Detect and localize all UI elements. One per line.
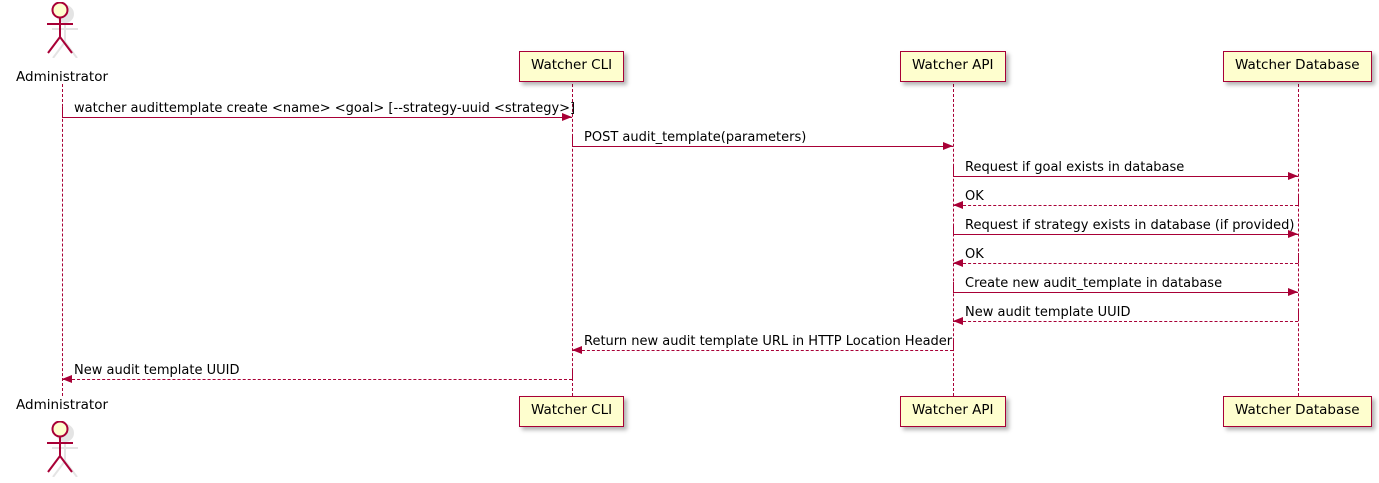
message-origin-tick-8 (1298, 311, 1299, 321)
message-origin-tick-10 (572, 369, 573, 379)
message-origin-tick-3 (953, 166, 954, 176)
message-arrowhead-6 (953, 259, 963, 267)
message-line-1 (62, 117, 572, 118)
message-arrowhead-1 (562, 113, 572, 121)
message-arrowhead-7 (1288, 288, 1298, 296)
message-label-2: POST audit_template(parameters) (584, 130, 807, 145)
message-line-4 (953, 205, 1298, 206)
message-label-10: New audit template UUID (74, 363, 240, 378)
message-line-5 (953, 234, 1298, 235)
message-origin-tick-6 (1298, 253, 1299, 263)
participant-foot-watcher-api: Watcher API (900, 396, 1006, 427)
message-label-8: New audit template UUID (965, 305, 1131, 320)
message-arrowhead-2 (943, 142, 953, 150)
message-arrowhead-5 (1288, 230, 1298, 238)
lifeline-watcher-api (953, 84, 954, 396)
message-label-9: Return new audit template URL in HTTP Lo… (584, 334, 953, 349)
message-arrowhead-4 (953, 201, 963, 209)
participant-label-foot-administrator: Administrator (16, 397, 109, 413)
message-line-6 (953, 263, 1298, 264)
message-arrowhead-10 (62, 375, 72, 383)
message-line-8 (953, 321, 1298, 322)
message-arrowhead-9 (572, 346, 582, 354)
message-label-7: Create new audit_template in database (965, 276, 1223, 291)
message-arrowhead-3 (1288, 172, 1298, 180)
participant-head-watcher-api: Watcher API (900, 51, 1006, 82)
message-origin-tick-1 (62, 107, 63, 117)
message-origin-tick-4 (1298, 195, 1299, 205)
message-label-6: OK (965, 247, 984, 262)
message-origin-tick-7 (953, 282, 954, 292)
message-origin-tick-5 (953, 224, 954, 234)
message-line-10 (62, 379, 572, 380)
message-line-2 (572, 146, 953, 147)
message-label-5: Request if strategy exists in database (… (965, 218, 1295, 233)
participant-foot-watcher-database: Watcher Database (1223, 396, 1372, 427)
message-origin-tick-9 (953, 340, 954, 350)
message-label-3: Request if goal exists in database (965, 160, 1185, 175)
message-origin-tick-2 (572, 136, 573, 146)
message-line-7 (953, 292, 1298, 293)
lifeline-watcher-cli (572, 84, 573, 396)
actor-figure-foot-administrator (42, 420, 82, 481)
actor-figure-head-administrator (42, 1, 82, 62)
participant-head-watcher-cli: Watcher CLI (519, 51, 625, 82)
message-label-4: OK (965, 189, 984, 204)
message-line-9 (572, 350, 953, 351)
participant-head-watcher-database: Watcher Database (1223, 51, 1372, 82)
participant-label-head-administrator: Administrator (16, 69, 109, 85)
participant-foot-watcher-cli: Watcher CLI (519, 396, 625, 427)
message-label-1: watcher audittemplate create <name> <goa… (74, 101, 576, 116)
lifeline-administrator (62, 84, 63, 396)
lifeline-watcher-database (1298, 84, 1299, 396)
message-line-3 (953, 176, 1298, 177)
message-arrowhead-8 (953, 317, 963, 325)
